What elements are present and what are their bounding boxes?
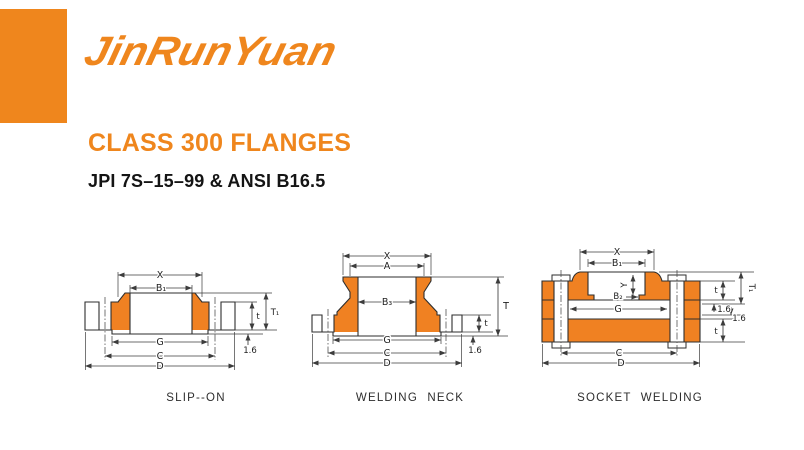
dimension-lines [312, 253, 508, 367]
brand-block [0, 9, 67, 123]
brand-logo: JinRunYuan [80, 28, 340, 74]
brand-logo-text: JinRunYuan [80, 28, 340, 74]
dim-label-b2: B₂ [613, 292, 622, 302]
bolt-centerline [327, 309, 447, 357]
dim-label-g: G [383, 335, 390, 346]
dim-label-c: C [616, 348, 623, 359]
dim-label-d: D [383, 358, 390, 369]
flange-cross-section [311, 276, 463, 337]
caption-welding-neck: WELDING NECK [355, 392, 465, 404]
caption-slip-on: SLIP--ON [166, 392, 226, 404]
caption-socket-welding: SOCKET WELDING [577, 392, 703, 404]
dim-label-c: C [157, 351, 164, 362]
dim-label-g: G [156, 337, 163, 348]
socket-welding-diagram: X B₁ Y B₂ G C D T₁ t 1.6 1.6 t [541, 246, 757, 370]
dim-label-x: X [384, 251, 391, 262]
dim-label-t: t [256, 312, 260, 322]
dimension-lines [85, 272, 277, 370]
page-subtitle: JPI 7S–15–99 & ANSI B16.5 [88, 171, 326, 191]
dim-label-T: T [502, 301, 509, 312]
bolt-centerline [104, 297, 216, 360]
welding-neck-diagram: X A B₃ G C D T t 1.6 [311, 250, 510, 370]
flange-pair-cross-section [541, 271, 701, 349]
dim-label-x: X [157, 270, 164, 281]
dim-label-d: D [617, 358, 624, 369]
dim-label-b1: B₁ [612, 258, 623, 269]
dim-label-g: G [614, 304, 621, 315]
slip-on-diagram: X B₁ G C D t T₁ 1.6 [84, 269, 281, 373]
page-title: CLASS 300 FLANGES [88, 129, 352, 157]
dim-label-d: D [156, 361, 163, 372]
bolt-centerline [560, 270, 678, 357]
dim-label-t-lower: t [714, 327, 718, 337]
dim-label-rf: 1.6 [468, 346, 482, 356]
dim-label-x: X [614, 247, 621, 258]
dim-label-a: A [384, 261, 391, 272]
dim-label-t: t [484, 319, 488, 329]
dim-label-b1: B₁ [156, 283, 167, 294]
dim-label-t1: T₁ [270, 308, 280, 318]
dimension-lines [542, 249, 754, 367]
dim-label-c: C [384, 348, 391, 359]
dim-label-b3: B₃ [382, 297, 393, 308]
dim-label-rf-lower: 1.6 [732, 314, 746, 324]
dim-label-rf: 1.6 [243, 346, 257, 356]
dim-label-rf-upper: 1.6 [717, 305, 731, 315]
flange-cross-section [84, 292, 236, 335]
dim-label-t-upper: t [714, 286, 718, 296]
dim-label-y: Y [620, 282, 630, 289]
dim-label-t1: T₁ [746, 283, 756, 293]
